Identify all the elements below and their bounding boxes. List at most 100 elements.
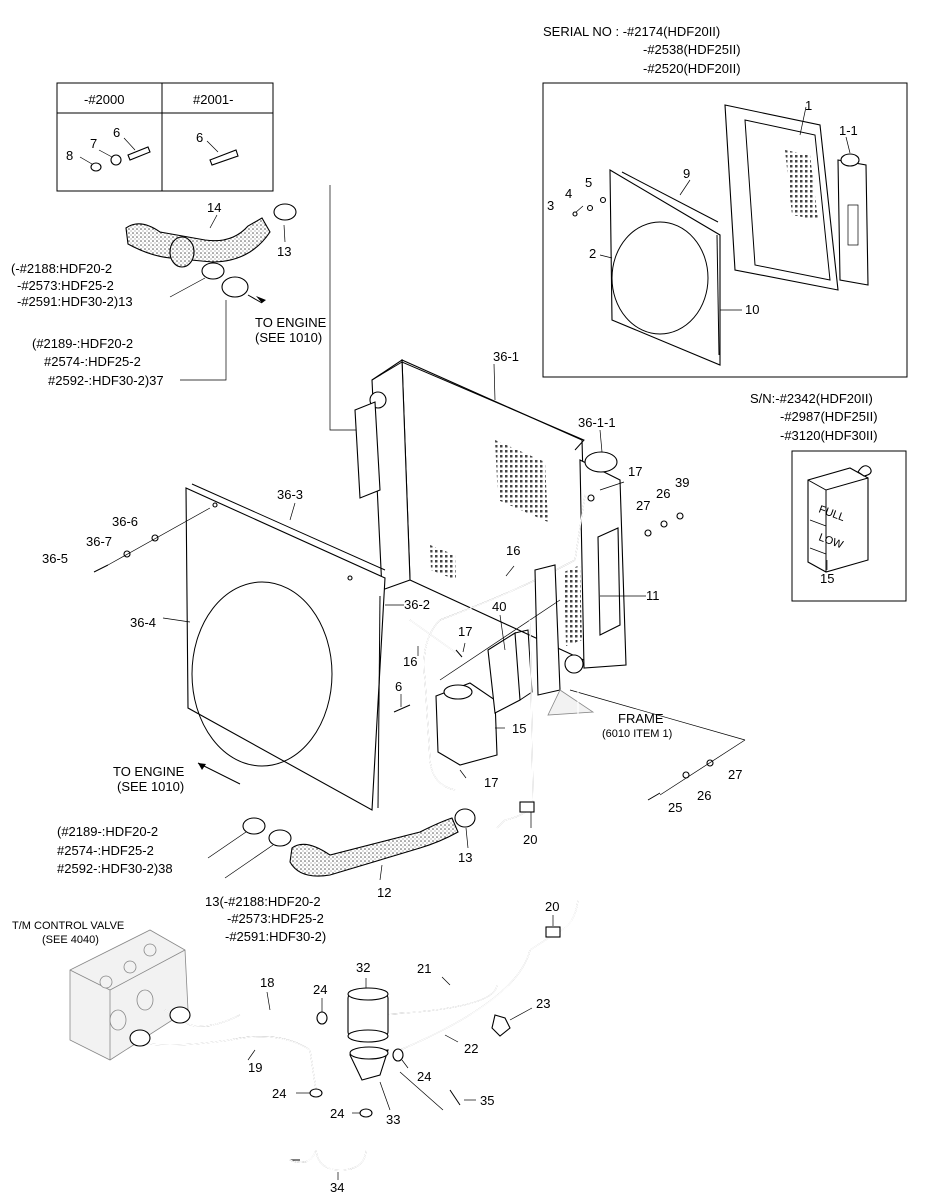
callout-24-c: 24 bbox=[272, 1086, 286, 1101]
hose-clamp-13-upper bbox=[273, 203, 297, 221]
inset-radiator-box: 1 1-1 9 5 4 3 2 10 bbox=[542, 82, 908, 378]
callout-36-7: 36-7 bbox=[86, 534, 112, 549]
callout-32: 32 bbox=[356, 960, 370, 975]
serial-note-b3: #2592-:HDF30-2)37 bbox=[48, 373, 164, 388]
callout-13-lower: 13 bbox=[458, 850, 472, 865]
bolt-6 bbox=[393, 704, 411, 713]
callout-21: 21 bbox=[417, 961, 431, 976]
callout-24-b: 24 bbox=[417, 1069, 431, 1084]
callout-33: 33 bbox=[386, 1112, 400, 1127]
washer-27 bbox=[644, 529, 652, 537]
callout-23: 23 bbox=[536, 996, 550, 1011]
callout-35: 35 bbox=[480, 1093, 494, 1108]
callout-16-lower: 16 bbox=[403, 654, 417, 669]
callout-40: 40 bbox=[492, 599, 506, 614]
callout-6-table-a: 6 bbox=[113, 125, 120, 140]
frame-note: FRAME bbox=[618, 711, 664, 726]
callout-8: 8 bbox=[66, 148, 73, 163]
sn-line-1: S/N:-#2342(HDF20II) bbox=[750, 391, 873, 406]
callout-36-1-1: 36-1-1 bbox=[578, 415, 616, 430]
serial-line-3: -#2520(HDF20II) bbox=[643, 61, 741, 76]
callout-17-bottom: 17 bbox=[484, 775, 498, 790]
callout-36-6: 36-6 bbox=[112, 514, 138, 529]
hose-clamp-37 bbox=[221, 276, 249, 298]
tm-valve-note: T/M CONTROL VALVE bbox=[12, 920, 124, 932]
callout-18: 18 bbox=[260, 975, 274, 990]
bolt-6a bbox=[127, 146, 151, 161]
hose-clamp-13-b bbox=[268, 829, 292, 847]
callout-15: 15 bbox=[512, 721, 526, 736]
serial-line-2: -#2538(HDF25II) bbox=[643, 42, 741, 57]
frame-ref-note: (6010 ITEM 1) bbox=[602, 728, 672, 740]
callout-13-upper: 13 bbox=[277, 244, 291, 259]
serial-header: SERIAL NO : -#2174(HDF20II) -#2538(HDF25… bbox=[543, 24, 741, 76]
callout-27-lower: 27 bbox=[728, 767, 742, 782]
serial-note-a2: -#2573:HDF25-2 bbox=[17, 278, 114, 293]
callout-27-upper: 27 bbox=[636, 498, 650, 513]
bolt-6b bbox=[209, 149, 239, 166]
tm-valve-ref: (SEE 4040) bbox=[42, 934, 99, 946]
serial-note-b1: (#2189-:HDF20-2 bbox=[32, 336, 133, 351]
callout-6: 6 bbox=[395, 679, 402, 694]
shroud-body bbox=[185, 487, 386, 811]
serial-note-a1: (-#2188:HDF20-2 bbox=[11, 261, 112, 276]
oring-24-d bbox=[359, 1108, 373, 1118]
valve-body bbox=[69, 929, 189, 1061]
bolt-25 bbox=[647, 792, 661, 801]
callout-2: 2 bbox=[589, 246, 596, 261]
bolt-35 bbox=[449, 1089, 461, 1106]
sn-tank-inset: S/N:-#2342(HDF20II) -#2987(HDF25II) -#31… bbox=[750, 391, 907, 602]
serial-note-c3: #2592-:HDF30-2)38 bbox=[57, 861, 173, 876]
inset-radiator-cap bbox=[840, 153, 860, 167]
serial-note-a3: -#2591:HDF30-2)13 bbox=[17, 294, 133, 309]
upper-hose-group: 14 13 TO ENGINE (SEE 1010) (-#2188:HDF20… bbox=[11, 200, 327, 388]
callout-26-lower: 26 bbox=[697, 788, 711, 803]
callout-6-table-b: 6 bbox=[196, 130, 203, 145]
to-engine-note-2: TO ENGINE bbox=[113, 764, 185, 779]
shroud-ring bbox=[191, 581, 333, 767]
callout-9: 9 bbox=[683, 166, 690, 181]
oring-24-a bbox=[316, 1011, 328, 1025]
serial-note-d1: 13(-#2188:HDF20-2 bbox=[205, 894, 321, 909]
hose-clamp-13-lower-hose bbox=[454, 808, 476, 828]
callout-34: 34 bbox=[330, 1180, 344, 1195]
callout-36-2: 36-2 bbox=[404, 597, 430, 612]
serial-note-b2: #2574-:HDF25-2 bbox=[44, 354, 141, 369]
seal-36-2 bbox=[377, 595, 381, 809]
bolt-36-5 bbox=[93, 564, 109, 573]
callout-15-inset: 15 bbox=[820, 571, 834, 586]
frame bbox=[547, 689, 595, 716]
radiator-cap bbox=[584, 451, 618, 473]
callout-36-1: 36-1 bbox=[493, 349, 519, 364]
callout-24-a: 24 bbox=[313, 982, 327, 997]
callout-11: 11 bbox=[646, 588, 660, 603]
callout-20-lower: 20 bbox=[545, 899, 559, 914]
clip-23 bbox=[491, 1014, 511, 1037]
oring-24-b bbox=[392, 1048, 404, 1062]
fitting-20-lower bbox=[545, 926, 561, 938]
reserve-tank-new bbox=[807, 467, 869, 573]
tm-control-valve: T/M CONTROL VALVE (SEE 4040) bbox=[12, 920, 189, 1061]
callout-36-4: 36-4 bbox=[130, 615, 156, 630]
serial-note-c2: #2574-:HDF25-2 bbox=[57, 843, 154, 858]
callout-39: 39 bbox=[675, 475, 689, 490]
serial-note-d3: -#2591:HDF30-2) bbox=[225, 929, 326, 944]
see-1010-note-2: (SEE 1010) bbox=[117, 779, 184, 794]
callout-3: 3 bbox=[547, 198, 554, 213]
lower-radiator-hose bbox=[289, 817, 459, 877]
serial-note-d2: -#2573:HDF25-2 bbox=[227, 911, 324, 926]
callout-7: 7 bbox=[90, 136, 97, 151]
fitting-20-upper bbox=[519, 801, 535, 813]
bolt-39 bbox=[676, 512, 684, 520]
callout-36-3: 36-3 bbox=[277, 487, 303, 502]
callout-4: 4 bbox=[565, 186, 572, 201]
hose-clamp-13-lower bbox=[201, 262, 225, 280]
upper-radiator-hose bbox=[125, 217, 271, 263]
oring-24-c bbox=[309, 1088, 323, 1098]
callout-20-upper: 20 bbox=[523, 832, 537, 847]
washer-8 bbox=[90, 162, 102, 172]
callout-17-top: 17 bbox=[628, 464, 642, 479]
radiator-core bbox=[401, 359, 589, 663]
callout-19: 19 bbox=[248, 1060, 262, 1075]
